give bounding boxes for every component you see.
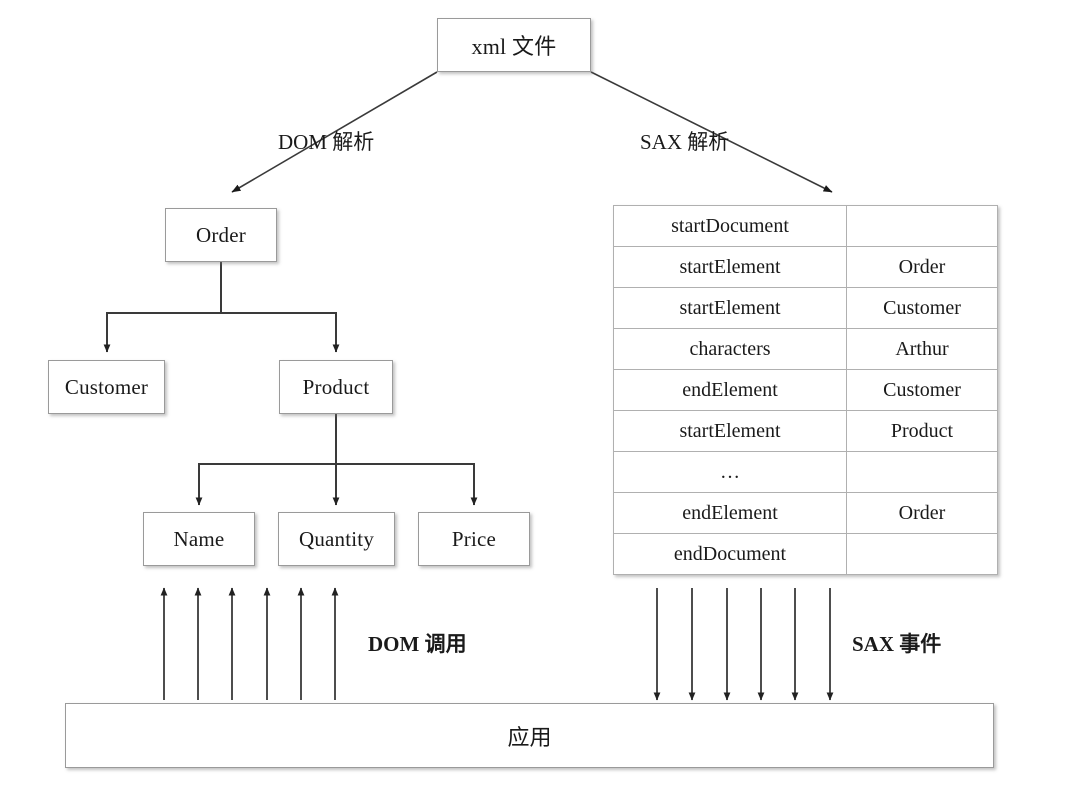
flow-label-dom-call: DOM 调用 (368, 632, 467, 656)
node-price-label: Price (451, 526, 497, 551)
table-row[interactable]: endElement Customer (613, 369, 998, 411)
table-row[interactable]: startDocument (613, 205, 998, 247)
table-row[interactable]: startElement Customer (613, 287, 998, 329)
sax-event-name: startElement (613, 246, 847, 288)
node-customer-label: Customer (64, 374, 149, 399)
order-children-edges (103, 262, 340, 353)
node-name[interactable]: Name (143, 512, 255, 566)
sax-event-name: … (613, 451, 847, 493)
node-order[interactable]: Order (165, 208, 277, 262)
node-product[interactable]: Product (279, 360, 393, 414)
node-order-label: Order (196, 222, 246, 247)
sax-event-value: Order (846, 492, 998, 534)
sax-event-name: characters (613, 328, 847, 370)
sax-event-arrows (653, 588, 834, 701)
sax-event-value: Arthur (846, 328, 998, 370)
node-quantity[interactable]: Quantity (278, 512, 395, 566)
node-xml-file-label: xml 文件 (471, 34, 557, 59)
sax-event-name: endElement (613, 369, 847, 411)
table-row[interactable]: startElement Order (613, 246, 998, 288)
sax-event-table: startDocument startElement Order startEl… (613, 205, 998, 575)
table-row[interactable]: startElement Product (613, 410, 998, 452)
sax-event-name: startDocument (613, 205, 847, 247)
dom-call-arrows (160, 587, 339, 700)
node-price[interactable]: Price (418, 512, 530, 566)
sax-event-name: endElement (613, 492, 847, 534)
table-row[interactable]: … (613, 451, 998, 493)
table-row[interactable]: characters Arthur (613, 328, 998, 370)
sax-event-value (846, 205, 998, 247)
sax-event-value: Customer (846, 287, 998, 329)
edge-label-dom-parse: DOM 解析 (278, 130, 375, 154)
table-row[interactable]: endElement Order (613, 492, 998, 534)
table-row[interactable]: endDocument (613, 533, 998, 575)
sax-event-value (846, 533, 998, 575)
node-quantity-label: Quantity (298, 526, 375, 551)
product-children-edges (195, 414, 478, 506)
node-application-label: 应用 (507, 724, 552, 750)
flow-label-sax-event: SAX 事件 (852, 632, 942, 656)
node-customer[interactable]: Customer (48, 360, 165, 414)
sax-event-table-body: startDocument startElement Order startEl… (613, 205, 998, 575)
sax-event-name: startElement (613, 287, 847, 329)
sax-event-value: Order (846, 246, 998, 288)
sax-event-value: Product (846, 410, 998, 452)
sax-event-name: endDocument (613, 533, 847, 575)
node-product-label: Product (302, 374, 370, 399)
node-name-label: Name (173, 526, 225, 551)
sax-event-value (846, 451, 998, 493)
node-xml-file[interactable]: xml 文件 (437, 18, 591, 72)
sax-event-name: startElement (613, 410, 847, 452)
sax-event-value: Customer (846, 369, 998, 411)
edge-label-sax-parse: SAX 解析 (640, 130, 730, 154)
node-application[interactable]: 应用 (65, 703, 994, 768)
